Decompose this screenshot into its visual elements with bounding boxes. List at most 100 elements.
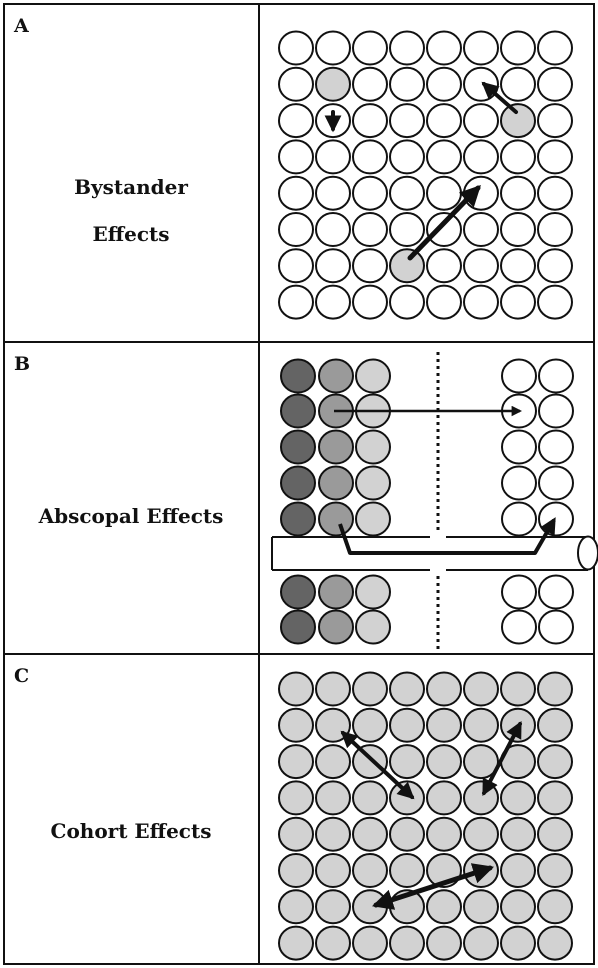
cohort-cell <box>315 925 351 961</box>
cohort-cell <box>537 816 573 852</box>
bystander-cell <box>500 175 536 211</box>
cohort-cell <box>278 816 314 852</box>
cohort-cell <box>426 816 462 852</box>
bystander-cell <box>426 30 462 66</box>
distant-tissue-cell <box>538 501 574 537</box>
bystander-cell <box>537 139 573 175</box>
panel-c-arrows <box>340 721 522 910</box>
cohort-cell <box>500 889 536 925</box>
cohort-cell <box>537 744 573 780</box>
distant-tissue-cell <box>501 609 537 645</box>
irradiated-tissue-cell <box>280 609 316 645</box>
panel-a-letter: A <box>13 15 29 37</box>
cohort-arrow-diagonal <box>340 730 415 800</box>
distant-tissue-cell <box>538 574 574 610</box>
bystander-cell <box>463 175 499 211</box>
bystander-cell <box>352 30 388 66</box>
cohort-cell <box>315 853 351 888</box>
cohort-cell <box>389 853 425 888</box>
bystander-cell <box>315 284 351 320</box>
bystander-cell <box>426 175 462 211</box>
distant-tissue-cell <box>501 465 537 501</box>
cohort-cell <box>426 889 462 925</box>
bystander-cell <box>463 139 499 175</box>
cohort-cell <box>426 707 462 743</box>
cohort-cell <box>537 671 573 707</box>
cohort-cell <box>389 816 425 852</box>
irradiated-cell <box>315 66 351 102</box>
bystander-cell <box>278 66 314 102</box>
panel-b-cell-columns <box>280 358 574 645</box>
irradiated-tissue-cell <box>280 501 316 537</box>
bystander-cell <box>278 284 314 320</box>
distant-tissue-cell <box>538 609 574 645</box>
irradiated-cell <box>500 103 536 139</box>
distant-tissue-cell <box>538 393 574 429</box>
cohort-cell <box>352 780 388 816</box>
bystander-cell <box>426 103 462 139</box>
bystander-cell <box>537 175 573 211</box>
bystander-cell <box>500 66 536 102</box>
distant-tissue-cell <box>538 465 574 501</box>
irradiated-tissue-cell <box>280 393 316 429</box>
bystander-cell <box>389 284 425 320</box>
panel-a-labels: A Bystander Effects <box>13 15 188 246</box>
panel-b-structures <box>271 352 598 650</box>
panel-c-letter: C <box>14 665 29 687</box>
bystander-cell <box>389 66 425 102</box>
bystander-cell <box>278 248 314 284</box>
bystander-cell <box>500 139 536 175</box>
panel-a-title-line-2: Effects <box>92 222 169 246</box>
cohort-cell <box>352 816 388 852</box>
distant-tissue-cell <box>538 358 574 394</box>
cohort-cell <box>315 889 351 925</box>
distant-tissue-cell <box>501 574 537 610</box>
bystander-cell <box>537 212 573 247</box>
cohort-cell <box>352 925 388 961</box>
cohort-cell <box>426 671 462 707</box>
bystander-arrow-upleft <box>481 81 518 114</box>
cohort-cell <box>537 780 573 816</box>
cohort-cell <box>352 671 388 707</box>
bystander-cell <box>352 175 388 211</box>
bystander-cell <box>389 30 425 66</box>
cohort-cell <box>352 853 388 888</box>
cohort-cell <box>500 671 536 707</box>
bystander-cell <box>315 30 351 66</box>
bystander-cell <box>537 248 573 284</box>
irradiated-tissue-cell <box>280 358 316 394</box>
cohort-cell <box>389 925 425 961</box>
cohort-cell <box>537 853 573 888</box>
irradiated-tissue-cell <box>318 609 354 645</box>
panel-a-title-line-1: Bystander <box>74 175 188 199</box>
panel-a-arrows <box>324 81 518 261</box>
cohort-cell <box>315 744 351 780</box>
bystander-cell <box>426 66 462 102</box>
bystander-cell <box>389 139 425 175</box>
bystander-cell <box>352 284 388 320</box>
irradiated-tissue-cell <box>355 429 391 465</box>
cohort-cell <box>500 816 536 852</box>
abscopal-arrow-vessel <box>338 517 556 555</box>
irradiated-tissue-cell <box>318 429 354 465</box>
bystander-cell <box>315 175 351 211</box>
irradiated-tissue-cell <box>318 501 354 537</box>
cohort-cell <box>278 744 314 780</box>
irradiated-tissue-cell <box>355 465 391 501</box>
bystander-cell <box>352 212 388 247</box>
cohort-cell <box>389 780 425 816</box>
distant-tissue-cell <box>501 501 537 537</box>
bystander-cell <box>426 139 462 175</box>
cohort-cell <box>389 707 425 743</box>
cohort-cell <box>278 780 314 816</box>
cohort-cell <box>463 780 499 816</box>
cohort-cell <box>315 671 351 707</box>
panel-c-cell-grid <box>278 671 573 961</box>
cohort-cell <box>389 744 425 780</box>
bystander-cell <box>500 284 536 320</box>
distant-tissue-cell <box>501 429 537 465</box>
cohort-cell <box>315 816 351 852</box>
cohort-cell <box>278 671 314 707</box>
cohort-cell <box>500 925 536 961</box>
